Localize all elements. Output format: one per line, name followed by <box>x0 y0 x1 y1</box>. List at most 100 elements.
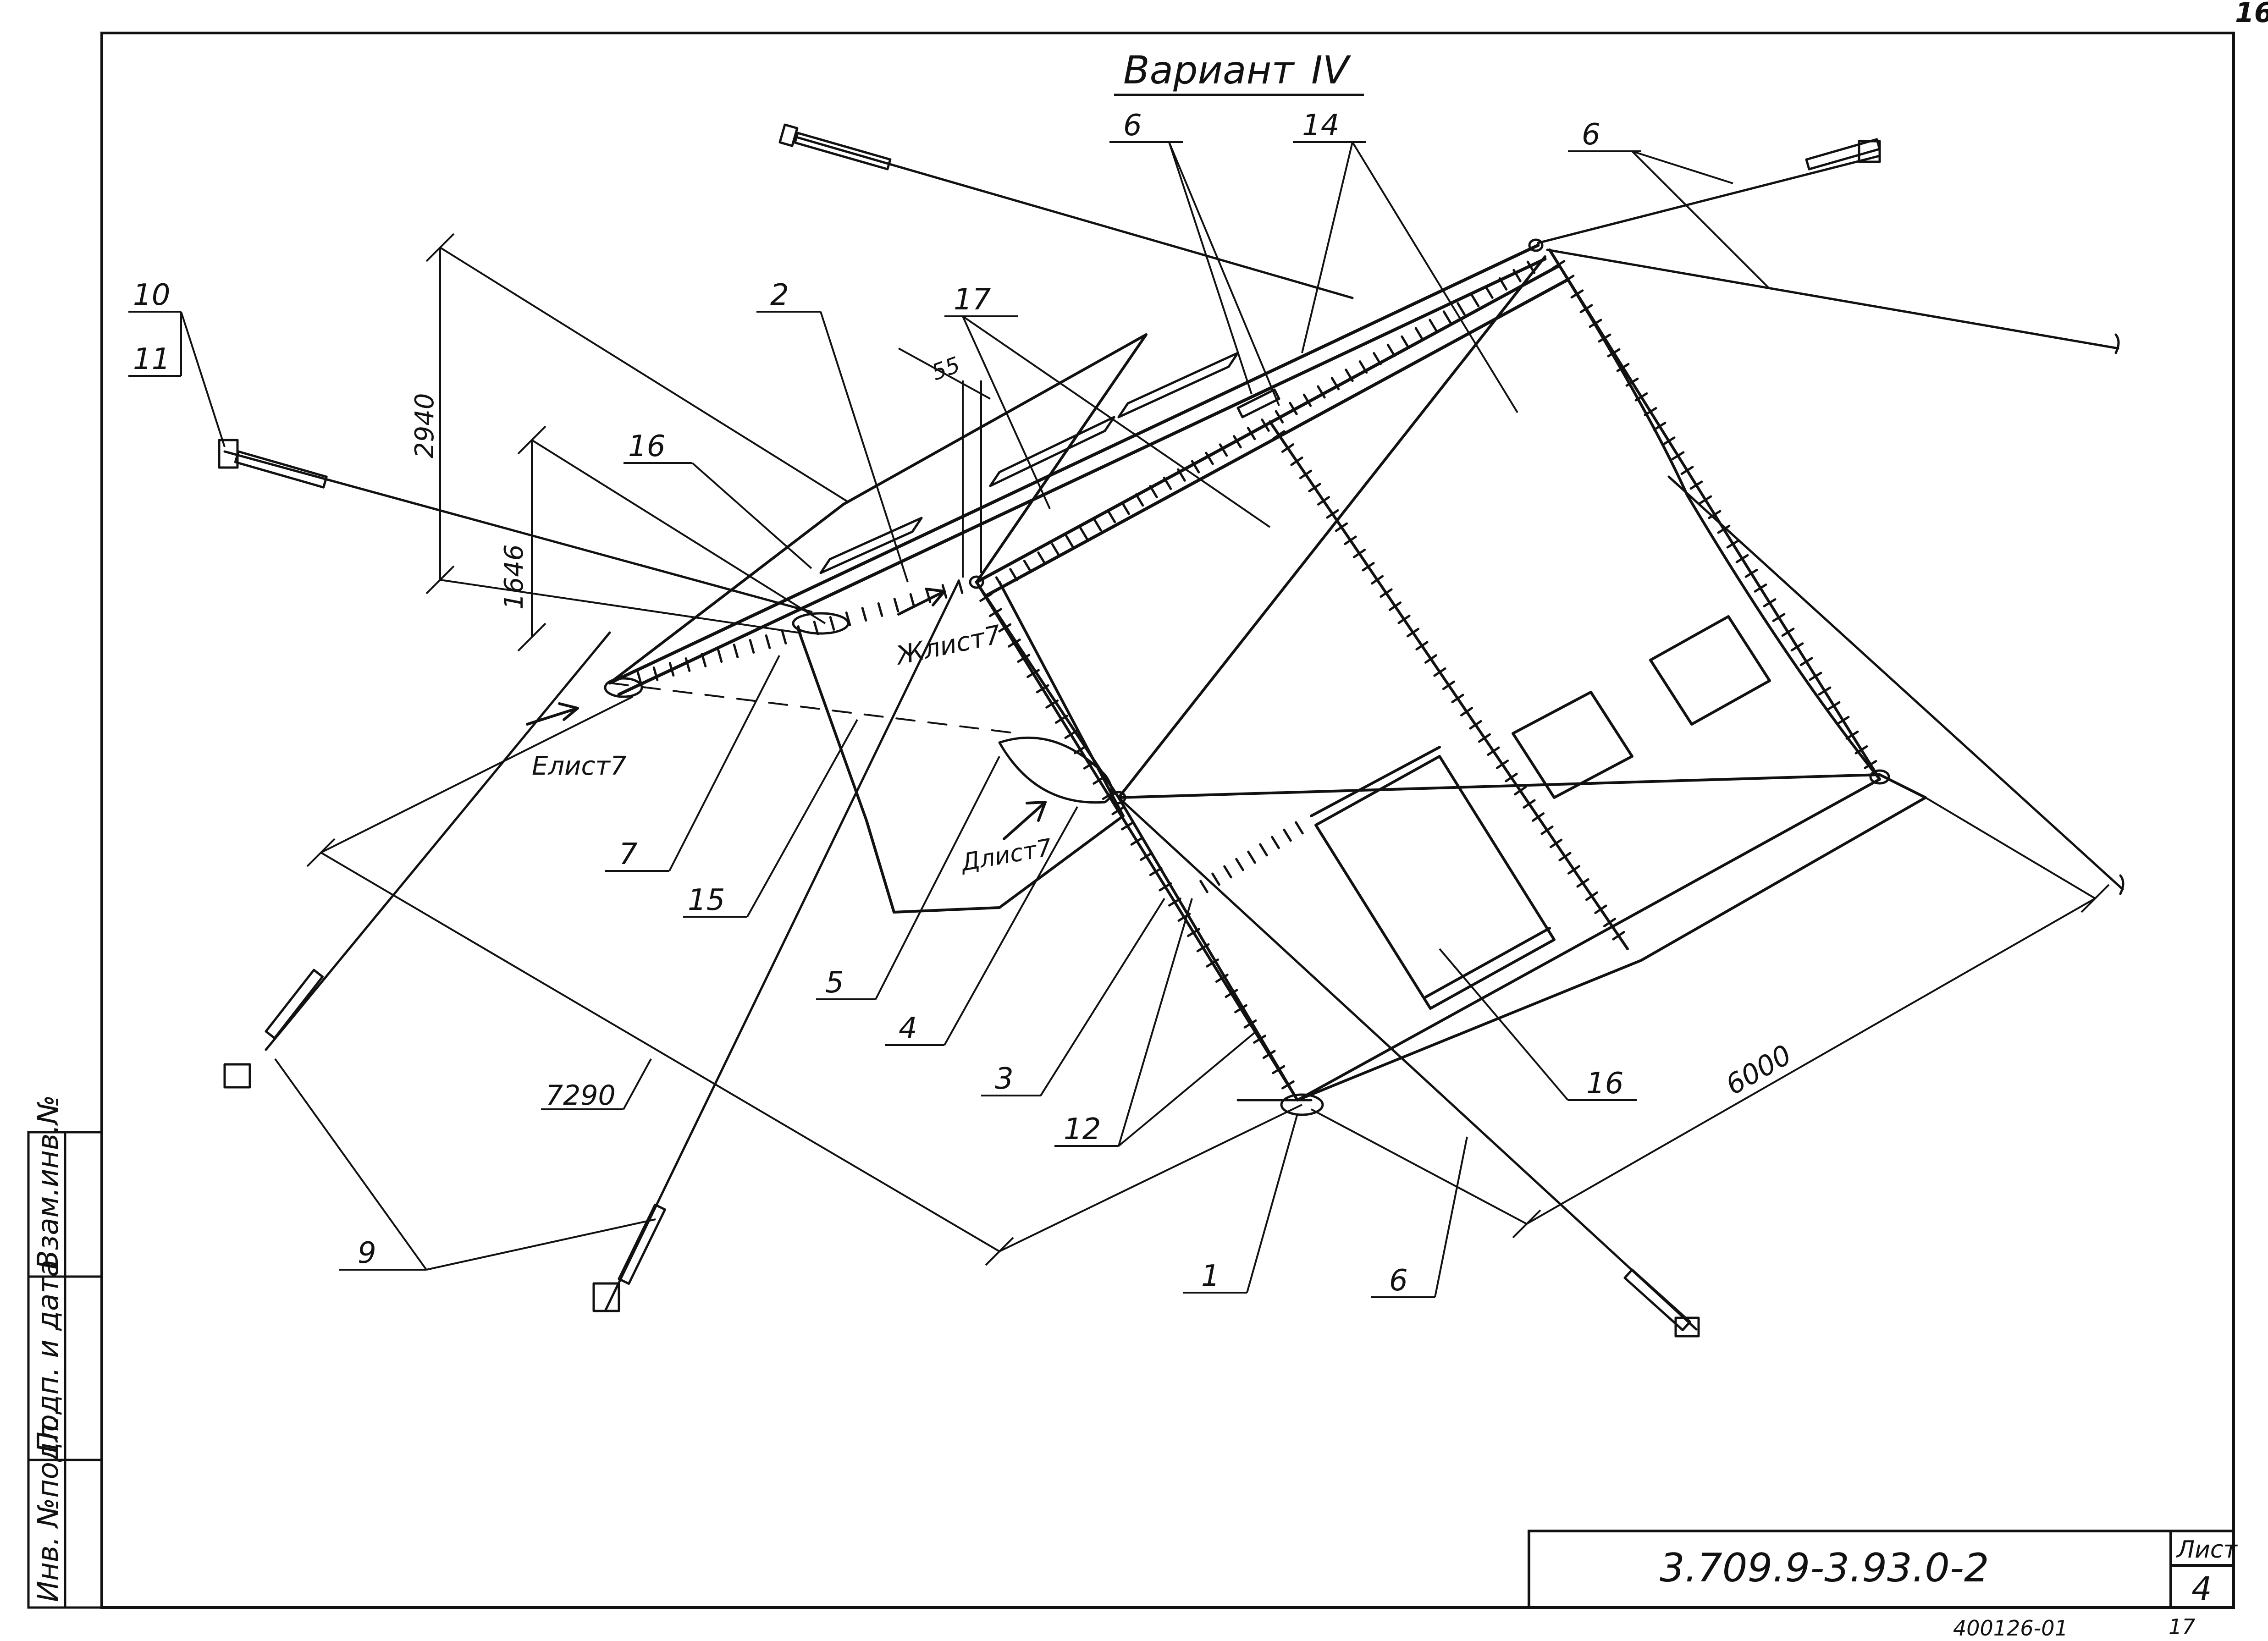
stitch-tick <box>1079 526 1088 540</box>
stitch-tick <box>1854 745 1868 754</box>
view-d-label: Длист7 <box>958 834 1054 877</box>
stitch-tick <box>1299 469 1313 479</box>
stitch-tick <box>1598 333 1611 343</box>
variant-roman: IV <box>1311 48 1352 93</box>
stitch-tick <box>1487 746 1500 756</box>
stitch-tick <box>998 623 1012 633</box>
stitch-tick <box>652 666 659 681</box>
view-zh-label: Жлист7 <box>892 620 1004 671</box>
stitch-tick <box>1513 786 1527 796</box>
stitch-tick <box>1671 451 1685 461</box>
front-door-flap <box>998 736 1113 804</box>
stitch-tick <box>1064 730 1078 739</box>
stitch-tick <box>1478 733 1491 743</box>
ridge-vents <box>819 352 1280 574</box>
stitch-tick <box>995 576 1004 590</box>
stitch-tick <box>1253 1035 1266 1044</box>
callout-1: 1 <box>1201 1259 1220 1293</box>
stitch-tick <box>1735 554 1749 563</box>
right-edge-seam <box>1548 248 1881 781</box>
shelter-structure <box>218 123 2125 1338</box>
hidden-edge <box>609 682 1019 734</box>
title-block <box>1528 1530 2235 1609</box>
stitch-tick <box>1680 466 1694 475</box>
stitch-tick <box>1149 867 1163 876</box>
callout-2: 2 <box>770 278 789 312</box>
stitch-tick <box>1460 707 1473 716</box>
dim-7290: 7290 <box>546 1079 616 1112</box>
stitch-tick <box>1433 667 1446 677</box>
callout-15: 15 <box>688 883 725 917</box>
stitch-tick <box>1744 568 1758 578</box>
sheet-number: 4 <box>2191 1570 2212 1608</box>
stitch-tick <box>1836 716 1850 725</box>
stitch-tick <box>1326 509 1339 519</box>
stitch-tick <box>1140 852 1153 861</box>
stitch-tick <box>1196 943 1210 953</box>
stitch-tick <box>733 644 739 658</box>
stitch-tick <box>1442 680 1456 690</box>
stitch-tick <box>1219 443 1228 457</box>
stitch-tick <box>1415 641 1429 651</box>
stamp-podp-data: Подп. и дата <box>31 1260 65 1453</box>
stitch-tick <box>1037 551 1046 565</box>
stitch-tick <box>1512 269 1522 282</box>
stitch-tick <box>1295 821 1304 835</box>
stitch-tick <box>1469 720 1482 730</box>
anchor-bottom-left <box>223 969 324 1089</box>
stitch-tick <box>1243 1019 1257 1029</box>
stitch-tick <box>668 662 675 677</box>
stitch-tick <box>1429 319 1438 332</box>
stitch-tick <box>1380 588 1393 598</box>
callout-6-top: 6 <box>1123 109 1142 143</box>
stitch-tick <box>1054 715 1068 724</box>
stitch-tick <box>1308 483 1321 493</box>
stitch-tick <box>1205 452 1214 465</box>
stitch-tick <box>1352 549 1366 558</box>
document-code: 3.709.9-3.93.0-2 <box>1660 1545 1989 1591</box>
dim-2940: 2940 <box>410 393 440 458</box>
stitch-tick <box>1644 407 1657 416</box>
stitch-tick <box>1653 422 1667 431</box>
leader-lines <box>128 141 1771 1298</box>
stitch-tick <box>1451 694 1464 704</box>
stitch-tick <box>1159 882 1172 892</box>
stitch-tick <box>1211 872 1220 886</box>
callout-labels: 10 11 2 17 6 14 6 16 7 15 5 4 3 12 9 1 6… <box>133 109 1623 1298</box>
stamp-inv-podl: Инв. №подл. <box>31 1415 65 1602</box>
stitch-tick <box>1121 501 1130 515</box>
stitch-tick <box>1026 669 1040 678</box>
stitch-tick <box>1130 837 1144 846</box>
stitch-tick <box>1262 1050 1276 1059</box>
stitch-tick <box>1225 989 1238 998</box>
stitch-tick <box>1781 628 1795 637</box>
view-e-label: Елист7 <box>532 751 627 781</box>
stitch-tick <box>1247 850 1256 864</box>
stitch-tick <box>909 593 916 608</box>
stitch-tick <box>1187 928 1200 937</box>
window-left <box>1310 746 1556 1010</box>
callout-3: 3 <box>995 1062 1014 1096</box>
stitch-tick <box>1102 791 1115 800</box>
stitch-tick <box>1549 838 1563 848</box>
stitch-tick <box>1234 1004 1247 1013</box>
anchor-top-right <box>1805 138 1881 171</box>
stitch-tick <box>1283 828 1292 842</box>
stitch-tick <box>1290 456 1303 466</box>
view-labels: Елист7 Жлист7 Длист7 <box>532 620 1054 877</box>
stitch-tick <box>829 616 835 631</box>
stitch-tick <box>1083 760 1097 770</box>
stitch-tick <box>1616 363 1630 372</box>
stitch-tick <box>1051 543 1060 556</box>
stitch-tick <box>1135 493 1144 507</box>
stitch-tick <box>1717 524 1731 534</box>
stitch-tick <box>1634 392 1648 402</box>
stitch-tick <box>1754 584 1767 593</box>
front-gable <box>608 333 1148 914</box>
stitch-tick <box>1111 806 1125 815</box>
callout-9: 9 <box>358 1236 376 1270</box>
callout-11: 11 <box>133 342 170 376</box>
stitch-tick <box>684 657 691 672</box>
anchor-left <box>218 439 328 489</box>
window-right-1 <box>1512 691 1633 799</box>
